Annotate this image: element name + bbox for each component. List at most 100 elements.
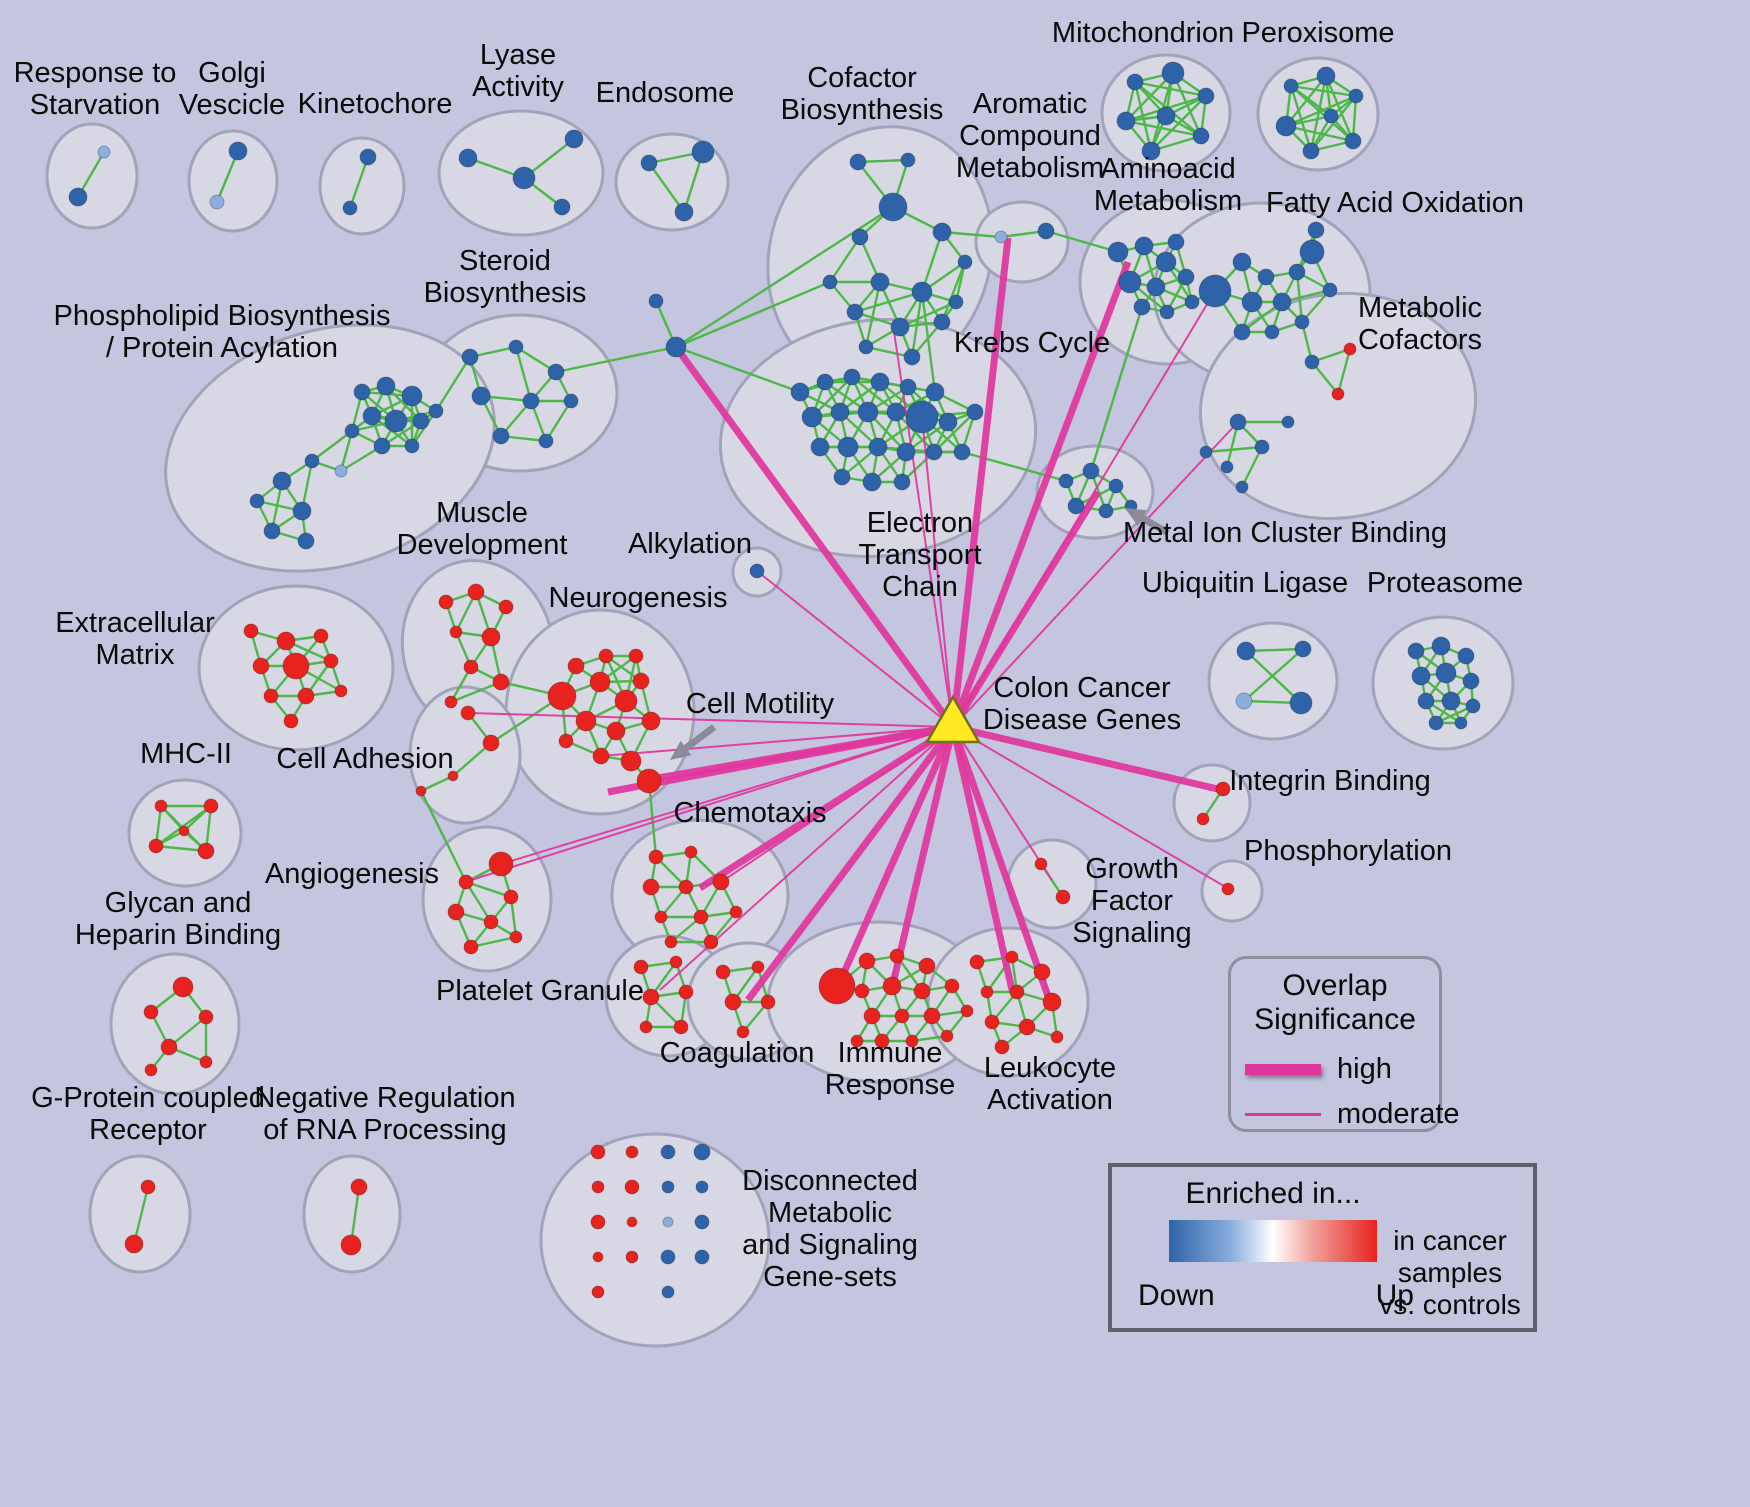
layer-arrows xyxy=(670,508,1170,760)
gene-set-node xyxy=(564,129,584,149)
gene-set-node xyxy=(376,376,396,396)
gene-set-node xyxy=(1348,88,1364,104)
gene-set-node xyxy=(858,952,876,970)
gene-set-node xyxy=(678,879,694,895)
gene-set-node xyxy=(272,471,292,491)
gene-set-node xyxy=(886,402,906,422)
gene-set-node xyxy=(606,721,626,741)
cluster-label-peroxisome: Peroxisome xyxy=(1241,17,1394,49)
gene-set-node xyxy=(966,403,984,421)
enrichment-note: in cancer samples vs. controls xyxy=(1375,1225,1525,1321)
gene-set-node xyxy=(344,423,360,439)
gene-set-node xyxy=(447,903,465,921)
krebs-cycle-label: Krebs Cycle xyxy=(954,327,1110,359)
layer-sig xyxy=(464,237,1239,1004)
gene-set-node xyxy=(693,1143,711,1161)
cluster-proteasome xyxy=(1371,615,1515,751)
gene-set-edge xyxy=(1285,75,1327,127)
gene-set-node xyxy=(693,909,709,925)
gene-set-node xyxy=(1141,141,1161,161)
gene-set-node xyxy=(1331,387,1345,401)
enrichment-note-line2: samples xyxy=(1397,1257,1503,1288)
gene-set-node xyxy=(297,532,315,550)
gene-set-node xyxy=(438,594,454,610)
gene-set-node xyxy=(154,799,168,813)
cluster-label-neurogenesis: Neurogenesis xyxy=(549,582,728,614)
gene-set-node xyxy=(460,705,476,721)
gene-set-node xyxy=(178,825,190,837)
gene-set-node xyxy=(1322,282,1338,298)
cluster-angiogenesis xyxy=(421,825,553,973)
gene-set-node xyxy=(648,293,664,309)
gene-set-node xyxy=(1177,268,1195,286)
gene-set-node xyxy=(896,442,916,462)
gene-set-node xyxy=(359,148,377,166)
gene-set-node xyxy=(263,688,279,704)
enrichment-legend: Enriched in... Down Up in cancer samples… xyxy=(1108,1163,1537,1332)
gene-set-edge xyxy=(933,411,976,453)
gene-set-node xyxy=(636,768,662,794)
gene-set-node xyxy=(209,194,225,210)
gene-set-node xyxy=(868,437,888,457)
gene-set-node xyxy=(1050,1030,1064,1044)
gene-set-node xyxy=(598,648,614,664)
gene-set-node xyxy=(1167,233,1185,251)
gene-set-node xyxy=(449,625,463,639)
significance-edge-high xyxy=(949,260,1132,729)
gene-set-node xyxy=(263,522,281,540)
cluster-label-mitochondrion: Mitochondrion xyxy=(1052,17,1234,49)
gene-set-node xyxy=(1462,672,1480,690)
gene-set-node xyxy=(665,336,687,358)
gene-set-node xyxy=(1156,106,1176,126)
gene-set-node xyxy=(736,1025,750,1039)
gene-set-node xyxy=(625,1250,639,1264)
inter-cluster-edge xyxy=(419,790,468,883)
gene-set-node xyxy=(463,659,479,675)
significance-edge-moderate xyxy=(467,712,954,728)
gene-set-node xyxy=(882,976,902,996)
gene-set-edge xyxy=(940,261,967,323)
gene-set-node xyxy=(276,631,296,651)
cluster-response-to-starvation xyxy=(45,122,139,230)
gene-set-node xyxy=(488,851,514,877)
gene-set-node xyxy=(918,957,936,975)
gene-set-node xyxy=(893,473,911,491)
gene-set-node xyxy=(1229,413,1247,431)
gene-set-node xyxy=(1161,61,1185,85)
cluster-golgi-vescicle xyxy=(187,129,279,233)
gene-set-edge xyxy=(544,400,573,442)
gene-set-node xyxy=(850,1034,864,1048)
gene-set-node xyxy=(870,272,890,292)
gene-set-node xyxy=(660,1249,676,1265)
gene-set-node xyxy=(878,192,908,222)
gene-set-node xyxy=(614,689,638,713)
gene-set-node xyxy=(362,406,382,426)
gene-set-node xyxy=(1009,984,1025,1000)
gene-set-node xyxy=(1283,78,1299,94)
gene-set-node xyxy=(626,1216,638,1228)
significance-edge-moderate xyxy=(720,726,954,883)
cluster-kinetochore xyxy=(318,136,406,236)
gene-set-node xyxy=(428,403,444,419)
gene-set-node xyxy=(508,339,524,355)
gene-set-node xyxy=(1067,497,1085,515)
gene-set-node xyxy=(1098,503,1114,519)
gene-set-node xyxy=(925,382,945,402)
cluster-label-ubiquitin-ligase: Ubiquitin Ligase xyxy=(1142,567,1348,599)
gene-set-node xyxy=(592,1251,604,1263)
cluster-metabolic-cofactors xyxy=(1198,291,1478,521)
gene-set-edge xyxy=(1290,85,1354,142)
cluster-label-chemotaxis: Chemotaxis xyxy=(673,797,826,829)
gene-set-node xyxy=(415,785,427,797)
gene-set-node xyxy=(1055,889,1071,905)
significance-edge-high xyxy=(745,724,956,1003)
gene-set-node xyxy=(890,317,910,337)
gene-set-node xyxy=(1107,241,1129,263)
gene-set-node xyxy=(648,849,664,865)
gene-set-node xyxy=(1146,277,1166,297)
gene-set-edge xyxy=(920,231,944,293)
gene-set-node xyxy=(751,960,765,974)
gene-set-node xyxy=(913,982,931,1000)
